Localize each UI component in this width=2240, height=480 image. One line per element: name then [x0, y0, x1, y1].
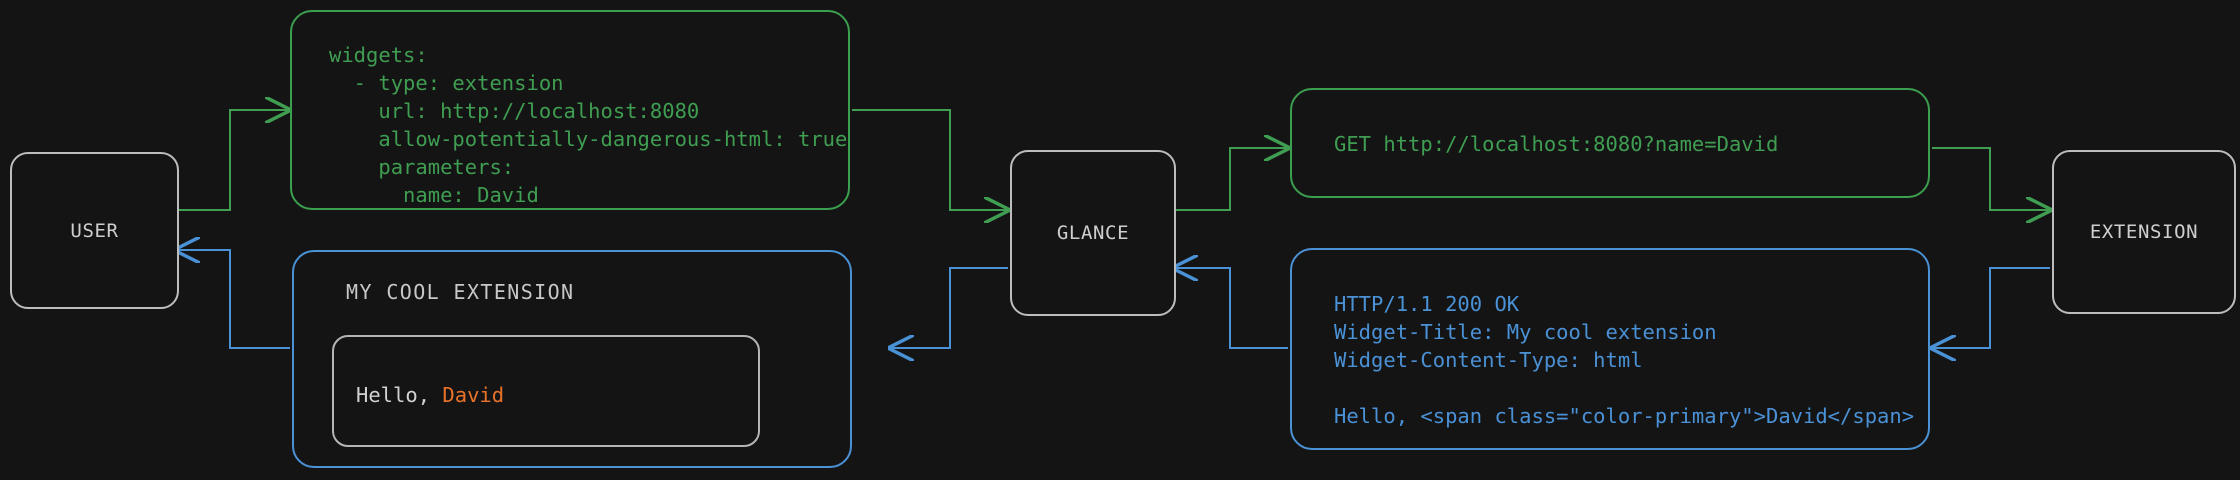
edge-preview-to-user — [176, 250, 290, 349]
edge-response-to-glance — [1174, 268, 1288, 349]
http-request-box: GET http://localhost:8080?name=David — [1290, 88, 1930, 198]
widget-preview-card: Hello, David — [332, 335, 760, 447]
widget-greeting-prefix: Hello, — [356, 383, 443, 407]
edge-glance-to-preview — [890, 267, 1008, 348]
edge-extension-to-response — [1932, 267, 2050, 348]
edge-config-to-glance — [852, 109, 1008, 210]
edge-user-to-config — [177, 110, 289, 211]
widget-greeting-name: David — [442, 383, 505, 407]
node-user[interactable]: USER — [10, 152, 179, 309]
config-yaml-box: widgets: - type: extension url: http://l… — [290, 10, 850, 210]
node-extension-label: EXTENSION — [2089, 221, 2199, 243]
http-response-box: HTTP/1.1 200 OK Widget-Title: My cool ex… — [1290, 248, 1930, 450]
node-extension[interactable]: EXTENSION — [2052, 150, 2236, 314]
node-user-label: USER — [70, 219, 119, 242]
widget-preview-title: MY COOL EXTENSION — [346, 280, 575, 304]
widget-preview-box: MY COOL EXTENSION Hello, David — [292, 250, 852, 468]
edge-glance-to-request — [1174, 148, 1288, 211]
http-request-code: GET http://localhost:8080?name=David — [1334, 132, 1779, 156]
config-yaml-code: widgets: - type: extension url: http://l… — [329, 43, 848, 207]
node-glance[interactable]: GLANCE — [1010, 150, 1176, 316]
edge-request-to-extension — [1932, 147, 2050, 210]
node-glance-label: GLANCE — [1056, 222, 1130, 244]
widget-preview-card-text: Hello, David — [356, 383, 504, 407]
http-response-code: HTTP/1.1 200 OK Widget-Title: My cool ex… — [1334, 292, 1915, 428]
